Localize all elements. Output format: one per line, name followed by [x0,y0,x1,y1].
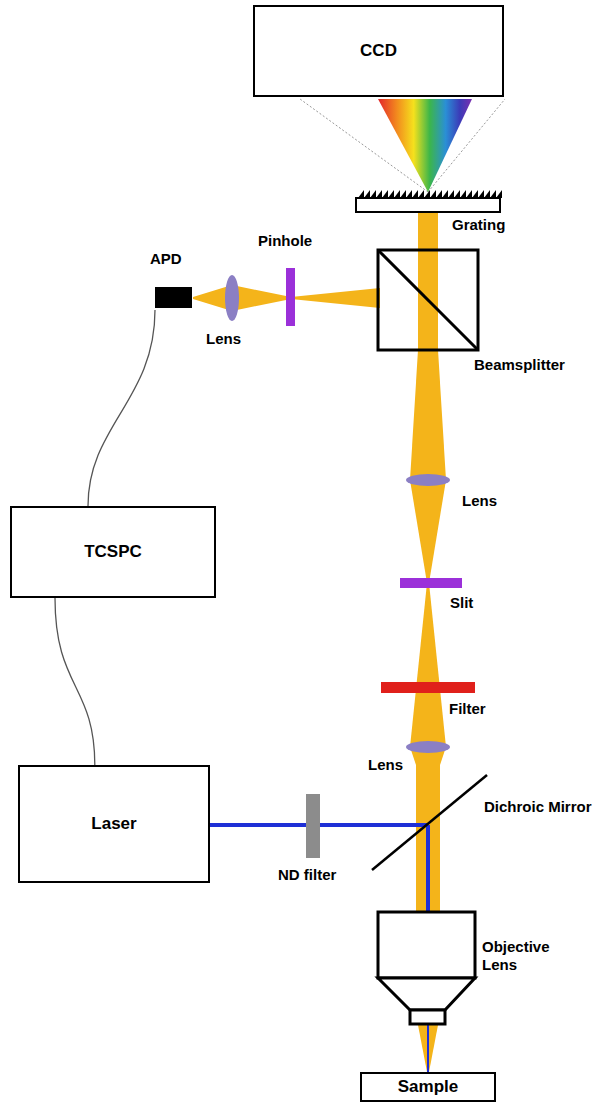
ccd-box: CCD [253,5,504,97]
part-label: Grating [452,216,505,234]
apd-detector: APD [140,250,200,310]
laser-beam [427,1025,429,1072]
pinhole [286,268,295,326]
part-label: Lens [462,492,497,510]
node-label: Laser [91,814,136,834]
slit [400,578,462,588]
beamsplitter-cube [378,250,478,350]
spectrum-fan [378,99,472,192]
lens [406,741,450,753]
sample-box: Sample [360,1072,496,1102]
node-label: APD [140,250,200,267]
part-label: Pinhole [258,232,312,250]
signal-cable [88,310,155,506]
part-label: Slit [450,594,473,612]
signal-cable [55,598,95,765]
lens [225,275,239,321]
part-label: Lens [206,330,241,348]
part-label: Lens [368,756,403,774]
grating [356,198,500,212]
laser-box: Laser [18,765,210,883]
node-label: Sample [398,1077,458,1097]
part-label: Filter [449,700,486,718]
grating-teeth [358,190,502,198]
part-label: Beamsplitter [474,356,565,374]
filter [381,682,475,693]
dichroic-mirror [372,775,487,870]
beamsplitter-diagonal [378,250,478,350]
lens [406,474,450,486]
node-label: TCSPC [84,542,142,562]
tcspc-box: TCSPC [10,506,216,598]
node-label: CCD [360,41,397,61]
objective-lens [378,912,475,1024]
part-label: Dichroic Mirror [484,798,614,816]
laser-beam [426,825,430,912]
apd-body [155,287,192,308]
nd-filter [306,794,320,858]
part-label: ND filter [278,866,336,884]
part-label: Objective Lens [482,938,562,974]
